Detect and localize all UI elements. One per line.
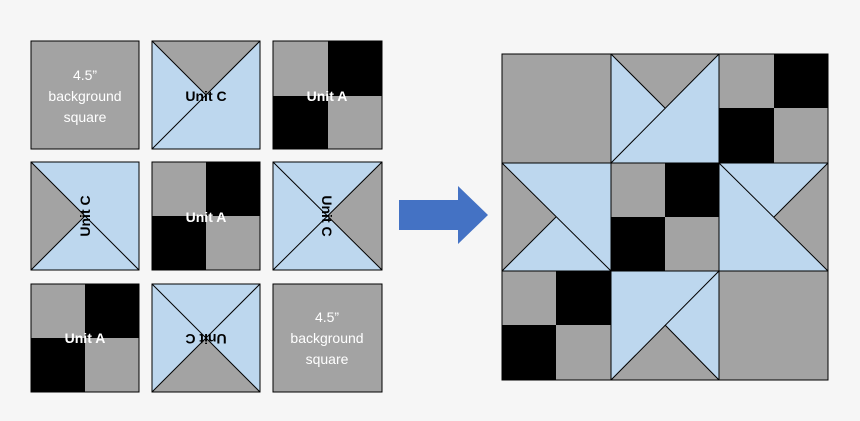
unit-c-diagonal bbox=[272, 161, 383, 271]
unit-a-outline bbox=[272, 40, 383, 150]
gray-square bbox=[30, 40, 140, 150]
unit-c-outline bbox=[30, 161, 140, 271]
unit-c-gray-left-triangle bbox=[31, 162, 85, 270]
unit-a-gray-quadrant bbox=[206, 216, 260, 270]
assembled-quilt-block bbox=[501, 53, 829, 381]
quilt-unit-c-gray-triangle bbox=[611, 325, 719, 380]
quilt-unit-a-gray bbox=[556, 325, 611, 380]
quilt-unit-a-black bbox=[774, 54, 828, 108]
block-unit-c: Unit C bbox=[30, 161, 140, 271]
unit-c-gray-top-triangle bbox=[152, 41, 260, 95]
unit-c-diagonal bbox=[151, 283, 261, 393]
unit-a-gray-quadrant bbox=[328, 96, 382, 149]
unit-a-black-quadrant bbox=[328, 41, 382, 96]
quilt-unit-c-diagonal bbox=[501, 216, 557, 272]
quilt-unit-c-diagonal bbox=[501, 162, 612, 272]
quilt-unit-c-diagonal bbox=[773, 162, 829, 218]
quilt-unit-a-gray bbox=[774, 108, 828, 163]
quilt-unit-c-gray-triangle bbox=[611, 54, 719, 108]
block-unit-a: Unit A bbox=[30, 283, 140, 393]
unit-a-black-quadrant bbox=[206, 162, 260, 216]
quilt-unit-a bbox=[611, 163, 719, 271]
quilt-unit-a bbox=[719, 54, 828, 163]
quilt-unit-c-diagonal bbox=[718, 162, 829, 272]
quilt-outline bbox=[501, 53, 829, 381]
quilt-unit-c-diagonal bbox=[610, 53, 720, 164]
unit-a-outline bbox=[151, 161, 261, 271]
quilt-unit-a-black bbox=[502, 325, 556, 380]
quilt-unit-c bbox=[610, 53, 720, 164]
quilt-unit-c bbox=[610, 270, 720, 381]
left-block-grid: 4.5” background square Unit C Unit A bbox=[30, 40, 383, 393]
unit-c-gray-right-triangle bbox=[327, 162, 382, 270]
quilt-unit-c bbox=[501, 162, 612, 272]
right-arrow-icon bbox=[399, 186, 488, 244]
quilt-unit-c-gray-triangle bbox=[774, 163, 828, 271]
unit-a-label: Unit A bbox=[186, 209, 227, 225]
unit-c-label: Unit C bbox=[185, 88, 226, 104]
quilt-background-square bbox=[719, 271, 828, 380]
unit-a-label: Unit A bbox=[307, 88, 348, 104]
quilt-unit-c-diagonal bbox=[664, 324, 720, 381]
unit-c-diagonal bbox=[151, 40, 207, 96]
block-unit-a: Unit A bbox=[272, 40, 383, 150]
quilt-unit-a-black bbox=[719, 108, 774, 163]
unit-a-black-quadrant bbox=[273, 96, 328, 149]
quilt-unit-a-gray bbox=[502, 271, 556, 325]
unit-c-outline bbox=[151, 283, 261, 393]
quilt-unit-c-gray-triangle bbox=[502, 163, 556, 271]
quilt-unit-a-gray bbox=[665, 217, 719, 271]
quilt-unit-a-gray bbox=[611, 163, 665, 217]
unit-c-diagonal bbox=[151, 40, 261, 150]
block-unit-c: Unit C bbox=[272, 161, 383, 271]
background-label-line3: square bbox=[306, 351, 349, 367]
unit-a-gray-quadrant bbox=[85, 338, 139, 392]
quilt-unit-a-gray bbox=[719, 54, 774, 108]
quilt-unit-a-black bbox=[556, 271, 611, 325]
unit-a-black-quadrant bbox=[31, 338, 85, 392]
unit-c-outline bbox=[151, 40, 261, 150]
unit-a-label: Unit A bbox=[65, 330, 106, 346]
unit-c-label: Unit C bbox=[77, 195, 93, 236]
unit-a-gray-quadrant bbox=[31, 284, 85, 338]
block-unit-a: Unit A bbox=[151, 161, 261, 271]
background-label-line3: square bbox=[64, 109, 107, 125]
unit-a-outline bbox=[30, 283, 140, 393]
quilt-background-square bbox=[502, 54, 611, 163]
gray-square bbox=[272, 283, 383, 393]
unit-c-label: Unit C bbox=[185, 331, 226, 347]
unit-c-diagonal bbox=[30, 215, 86, 271]
quilt-unit-a-black bbox=[611, 217, 665, 271]
unit-a-gray-quadrant bbox=[152, 162, 206, 216]
unit-c-label: Unit C bbox=[319, 195, 335, 236]
unit-a-black-quadrant bbox=[85, 284, 139, 338]
unit-c-outline bbox=[272, 161, 383, 271]
unit-c-gray-bottom-triangle bbox=[152, 338, 260, 392]
unit-a-black-quadrant bbox=[152, 216, 206, 270]
quilt-unit-c-diagonal bbox=[610, 53, 666, 109]
block-unit-c: Unit C bbox=[151, 283, 261, 393]
background-label-line2: background bbox=[290, 330, 363, 346]
unit-a-gray-quadrant bbox=[273, 41, 328, 96]
background-label-line1: 4.5” bbox=[73, 67, 97, 83]
block-background-square: 4.5” background square bbox=[30, 40, 140, 150]
quilt-unit-a bbox=[502, 271, 611, 380]
quilt-unit-c bbox=[718, 162, 829, 272]
quilt-unit-a-black bbox=[665, 163, 719, 217]
block-unit-c: Unit C bbox=[151, 40, 261, 150]
background-label-line2: background bbox=[48, 88, 121, 104]
background-label-line1: 4.5” bbox=[315, 309, 339, 325]
block-background-square: 4.5” background square bbox=[272, 283, 383, 393]
